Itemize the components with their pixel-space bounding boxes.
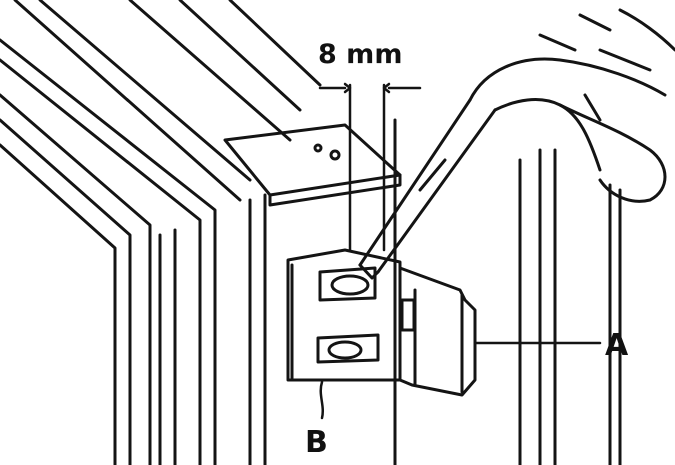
screwdriver <box>358 98 497 280</box>
hinge-base <box>286 248 402 382</box>
leader-lines <box>319 341 602 420</box>
door-frame <box>0 0 322 465</box>
top-bracket <box>223 123 402 207</box>
dimension-label: 8 mm <box>318 39 402 70</box>
cabinet-panel <box>248 118 622 465</box>
leader-line-b <box>319 380 324 420</box>
hand <box>468 8 675 203</box>
callout-label-a: A <box>605 328 629 363</box>
callout-label-b: B <box>305 425 328 460</box>
dimension-lines <box>318 82 422 252</box>
hinge-cover <box>398 266 477 397</box>
